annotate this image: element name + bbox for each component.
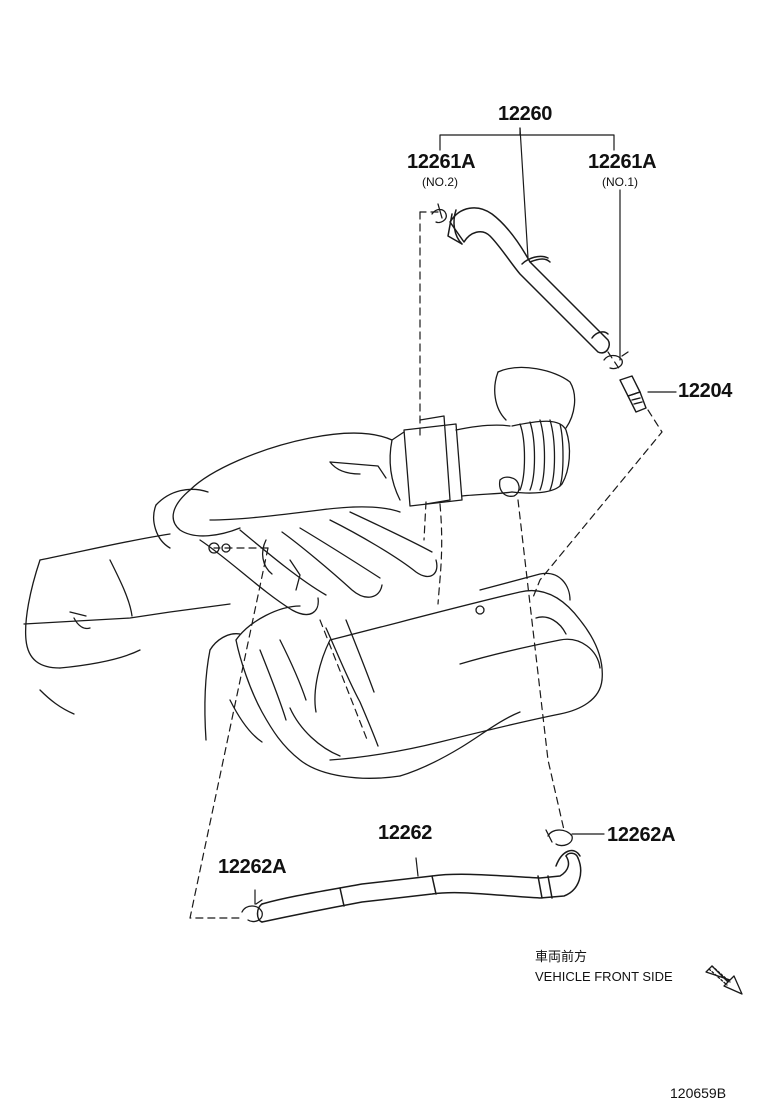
leader-lines	[189, 211, 663, 919]
part-label-12261a-no2: 12261A	[407, 151, 476, 173]
engine-outline	[23, 366, 603, 779]
pcv-valve-shape	[619, 375, 677, 413]
figure-number: 120659B	[670, 1085, 727, 1101]
part-label-12262: 12262	[378, 822, 433, 844]
part-sublabel-no2: (NO.2)	[422, 175, 458, 189]
clamp-right-shape	[545, 829, 605, 847]
part-label-12261a-no1: 12261A	[588, 151, 657, 173]
part-label-12204: 12204	[678, 380, 733, 402]
clamp-left-shape	[241, 889, 263, 923]
arrow-down-right-icon	[705, 965, 743, 995]
part-label-12260: 12260	[498, 103, 553, 125]
direction-label-japanese: 車両前方	[535, 950, 588, 965]
lower-hose-12262	[256, 849, 582, 923]
clamp-no2-shape	[431, 203, 447, 224]
clamp-no1-shape	[603, 351, 629, 370]
direction-label-english: VEHICLE FRONT SIDE	[535, 969, 673, 984]
part-sublabel-no1: (NO.1)	[602, 175, 638, 189]
part-label-12262a-right: 12262A	[607, 824, 676, 846]
hose-assembly-12260	[447, 127, 610, 354]
callout-bracket-12260	[439, 127, 621, 361]
part-label-12262a-left: 12262A	[218, 856, 287, 878]
